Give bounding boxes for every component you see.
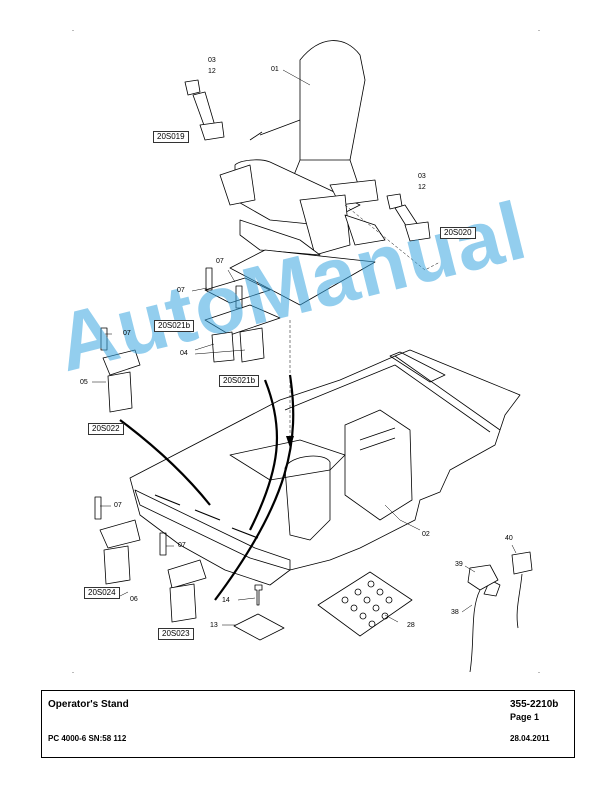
ref-20S024: 20S024 bbox=[84, 587, 120, 599]
operator-seat bbox=[219, 40, 386, 256]
ref-20S020: 20S020 bbox=[440, 227, 476, 239]
machine-serial: PC 4000-6 SN:58 112 bbox=[48, 734, 127, 743]
left-console bbox=[134, 489, 291, 571]
issue-date: 28.04.2011 bbox=[510, 734, 550, 743]
corner-mark bbox=[72, 672, 74, 673]
cover-plate bbox=[233, 613, 285, 641]
right-joystick bbox=[386, 193, 431, 242]
callout-07: 07 bbox=[216, 258, 224, 265]
callout-14: 14 bbox=[222, 597, 230, 604]
callout-04: 04 bbox=[180, 350, 188, 357]
ref-20S021b: 20S021b bbox=[154, 320, 195, 332]
callout-13: 13 bbox=[210, 622, 218, 629]
ref-20S019: 20S019 bbox=[153, 131, 189, 143]
right-console bbox=[344, 409, 413, 521]
floor-mat bbox=[394, 349, 521, 431]
ref-20S022: 20S022 bbox=[88, 423, 124, 435]
cable-38 bbox=[469, 589, 481, 673]
pedal-assembly-05 bbox=[102, 349, 141, 413]
center-pedestal bbox=[284, 455, 331, 541]
callout-07: 07 bbox=[178, 542, 186, 549]
title-block: Operator's Stand 355-2210b Page 1 PC 400… bbox=[41, 690, 575, 758]
callout-38: 38 bbox=[451, 609, 459, 616]
pedal-bracket-07 bbox=[204, 277, 271, 304]
part-number: 355-2210b bbox=[510, 699, 559, 710]
pedal-assembly-06 bbox=[99, 519, 141, 585]
callout-40: 40 bbox=[505, 535, 513, 542]
callout-07: 07 bbox=[123, 330, 131, 337]
double-pedal-04 bbox=[204, 304, 281, 363]
callout-03: 03 bbox=[208, 57, 216, 64]
drawing-title: Operator's Stand bbox=[48, 699, 129, 710]
ref-20S023: 20S023 bbox=[158, 628, 194, 640]
pedal-plate bbox=[317, 571, 413, 637]
left-joystick bbox=[184, 79, 225, 141]
cable-run bbox=[119, 419, 211, 506]
seat-plate bbox=[229, 249, 376, 306]
corner-mark bbox=[72, 30, 74, 31]
arrow-head bbox=[286, 436, 294, 448]
corner-mark bbox=[538, 672, 540, 673]
pedal-plate-holes bbox=[341, 580, 393, 628]
callout-02: 02 bbox=[422, 531, 430, 538]
callout-05: 05 bbox=[80, 379, 88, 386]
pedal-assembly-023 bbox=[167, 559, 207, 623]
page-number: Page 1 bbox=[510, 712, 540, 722]
callout-03: 03 bbox=[418, 173, 426, 180]
corner-mark bbox=[538, 30, 540, 31]
callout-28: 28 bbox=[407, 622, 415, 629]
callout-39: 39 bbox=[455, 561, 463, 568]
socket-40 bbox=[511, 551, 533, 575]
callout-07: 07 bbox=[177, 287, 185, 294]
callout-12: 12 bbox=[418, 184, 426, 191]
ref-20S021b: 20S021b bbox=[219, 375, 260, 387]
callout-01: 01 bbox=[271, 66, 279, 73]
callout-12: 12 bbox=[208, 68, 216, 75]
callout-07: 07 bbox=[114, 502, 122, 509]
screw-14 bbox=[254, 584, 263, 606]
callout-06: 06 bbox=[130, 596, 138, 603]
